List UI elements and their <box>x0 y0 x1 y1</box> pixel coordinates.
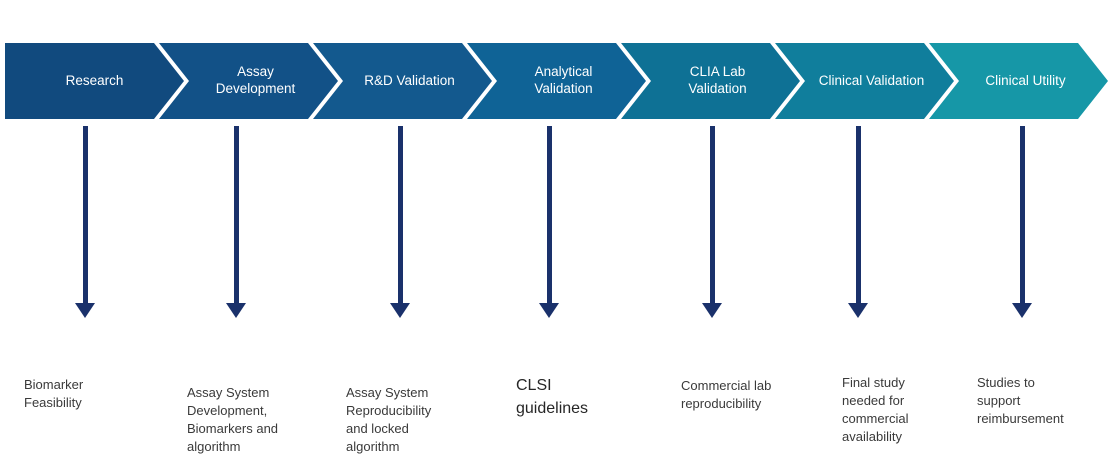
down-arrow-research <box>75 126 95 318</box>
stage-chevron-clinical-validation: Clinical Validation <box>775 43 954 119</box>
down-arrow-assay-development <box>226 126 246 318</box>
arrow-shaft <box>546 126 552 303</box>
down-arrow-rd-validation <box>390 126 410 318</box>
stage-chevron-research: Research <box>5 43 184 119</box>
stage-label-assay-development: Assay Development <box>215 64 296 96</box>
down-arrow-clinical-utility <box>1012 126 1032 318</box>
arrow-head-icon <box>1012 303 1032 318</box>
stage-chevron-clinical-utility: Clinical Utility <box>929 43 1108 119</box>
stage-label-clia-lab-validation: CLIA Lab Validation <box>688 64 747 96</box>
stage-caption-clinical-validation: Final study needed for commercial availa… <box>842 375 909 444</box>
arrow-head-icon <box>226 303 246 318</box>
stage-chevron-rd-validation: R&D Validation <box>313 43 492 119</box>
stage-label-research: Research <box>65 72 124 88</box>
down-arrow-clinical-validation <box>848 126 868 318</box>
stage-chevron-clia-lab-validation: CLIA Lab Validation <box>621 43 800 119</box>
stage-caption-clia-lab-validation: Commercial lab reproducibility <box>681 378 772 411</box>
stage-caption-analytical-validation: CLSI guidelines <box>516 377 589 418</box>
stage-chevron-analytical-validation: Analytical Validation <box>467 43 646 119</box>
stage-caption-research: Biomarker Feasibility <box>24 377 84 410</box>
arrow-shaft <box>1019 126 1025 303</box>
stage-label-clinical-validation: Clinical Validation <box>818 72 925 88</box>
arrow-shaft <box>855 126 861 303</box>
arrow-shaft <box>397 126 403 303</box>
stage-label-clinical-utility: Clinical Utility <box>985 72 1066 88</box>
stage-caption-clinical-utility: Studies to support reimbursement <box>977 375 1064 426</box>
down-arrow-clia-lab-validation <box>702 126 722 318</box>
arrow-head-icon <box>702 303 722 318</box>
stage-label-analytical-validation: Analytical Validation <box>534 64 593 96</box>
down-arrow-analytical-validation <box>539 126 559 318</box>
arrow-shaft <box>233 126 239 303</box>
arrow-shaft <box>82 126 88 303</box>
stage-caption-rd-validation: Assay System Reproducibility and locked … <box>346 385 432 454</box>
arrow-head-icon <box>539 303 559 318</box>
arrow-head-icon <box>390 303 410 318</box>
arrow-shaft <box>709 126 715 303</box>
arrow-head-icon <box>848 303 868 318</box>
arrow-head-icon <box>75 303 95 318</box>
stage-caption-assay-development: Assay System Development, Biomarkers and… <box>187 385 279 454</box>
stage-label-rd-validation: R&D Validation <box>364 72 455 88</box>
stage-chevron-assay-development: Assay Development <box>159 43 338 119</box>
